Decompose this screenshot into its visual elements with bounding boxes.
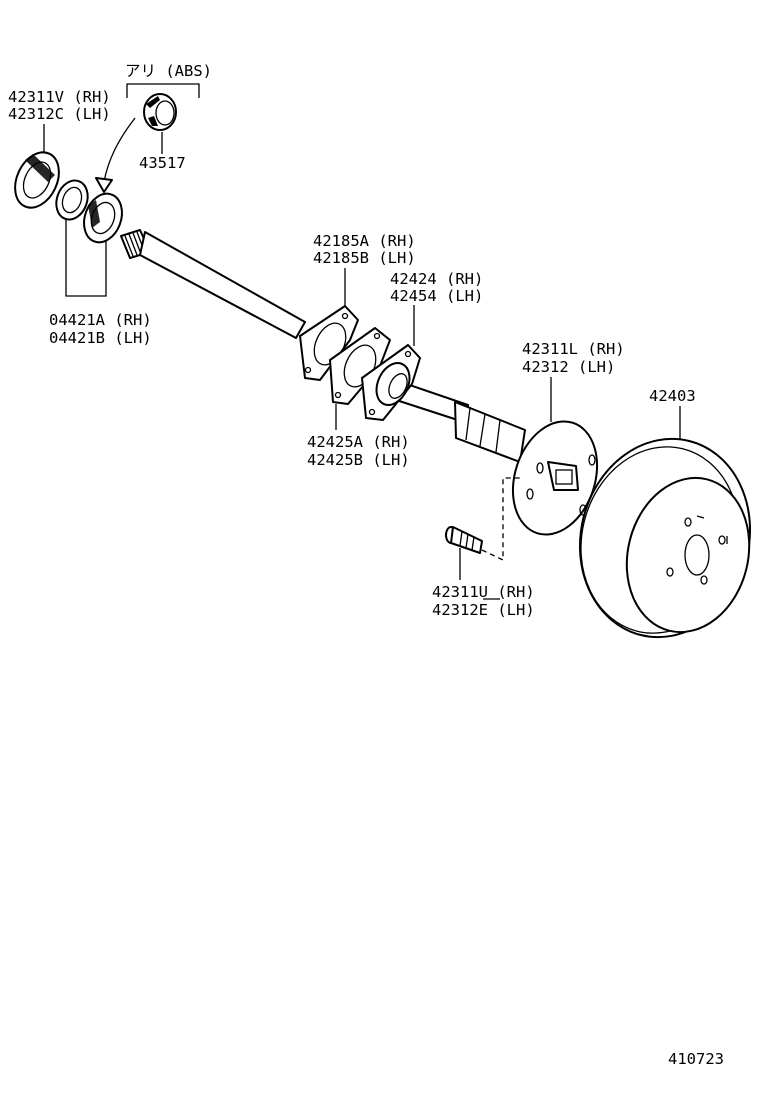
bolt-dashed-leader: [481, 477, 520, 562]
hub-bolt-part: [445, 526, 483, 554]
plate-rh-label: 42424 (RH): [390, 270, 483, 288]
shaft-rh-label: 42311L (RH): [522, 340, 625, 358]
gasket-lh-label: 42425B (LH): [307, 451, 410, 469]
abs-arrowhead: [95, 177, 113, 193]
retainer-lh-label: 42185B (LH): [313, 249, 416, 267]
drum-label: 42403: [649, 387, 696, 405]
bearing-inner-ring-part: [55, 179, 89, 221]
retainer-rh-label: 42185A (RH): [313, 232, 416, 250]
bearing-lh-label: 04421B (LH): [49, 329, 152, 347]
bolt-lh-label: 42312E (LH): [432, 601, 535, 619]
abs-bracket: [126, 83, 200, 98]
abs-arrow: [103, 117, 136, 183]
oil-seal-part: [14, 151, 60, 209]
plate-part: [361, 344, 421, 421]
axle-shaft-part: [120, 229, 526, 463]
abs-label: アリ (ABS): [125, 62, 212, 80]
figure-id-label: 410723: [668, 1050, 724, 1068]
brake-drum-part: [578, 437, 752, 639]
sensor-rotor-part: [143, 93, 177, 131]
oil-seal-rh-label: 42311V (RH): [8, 88, 111, 106]
sensor-rotor-label: 43517: [139, 154, 186, 172]
gasket-rh-label: 42425A (RH): [307, 433, 410, 451]
bearing-outer-ring-part: [83, 192, 123, 244]
oil-seal-lh-label: 42312C (LH): [8, 105, 111, 123]
bearing-rh-label: 04421A (RH): [49, 311, 152, 329]
bolt-rh-label: 42311U (RH): [432, 583, 535, 601]
bearing-bracket: [65, 218, 107, 297]
hub-flange-part: [511, 420, 599, 536]
plate-lh-label: 42454 (LH): [390, 287, 483, 305]
shaft-lh-label: 42312 (LH): [522, 358, 615, 376]
